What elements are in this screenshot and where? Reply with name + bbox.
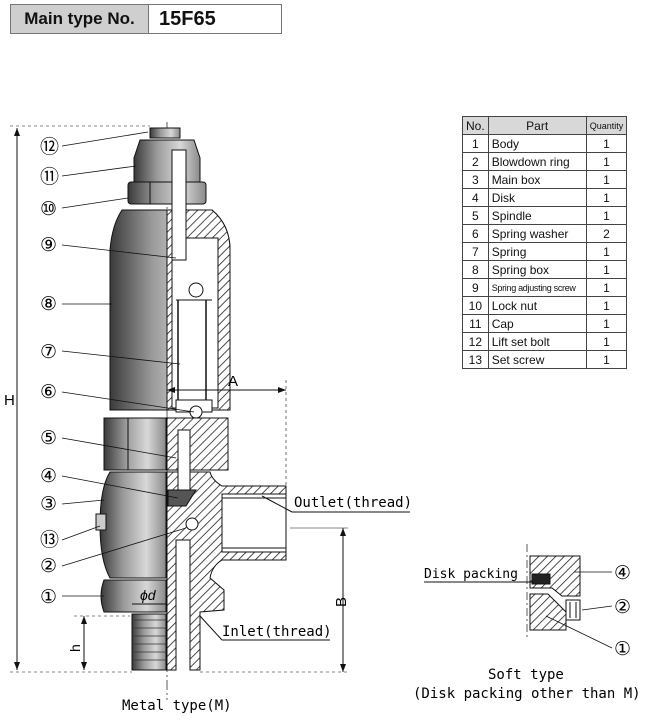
callout-8: ⑧ xyxy=(40,294,57,315)
detail-callout-2: ② xyxy=(614,597,631,618)
cell-part: Main box xyxy=(487,170,587,189)
dimension-a: A xyxy=(167,373,287,486)
callout-5: ⑤ xyxy=(40,428,57,449)
dimension-h-small: h xyxy=(67,615,130,670)
inlet-label-group: Inlet(thread) xyxy=(199,615,332,641)
disk-packing-label: Disk packing xyxy=(424,567,518,582)
main-box xyxy=(103,417,229,471)
callout-11: ⑪ xyxy=(40,166,59,188)
soft-type-subtitle: (Disk packing other than M) xyxy=(413,686,641,702)
soft-type-title: Soft type xyxy=(488,667,564,683)
cell-no: 13 xyxy=(462,350,489,369)
label-phi-d: ϕd xyxy=(140,587,157,603)
callout-6: ⑥ xyxy=(40,382,57,403)
body xyxy=(95,471,167,671)
callout-12: ⑫ xyxy=(40,136,59,158)
callout-4: ④ xyxy=(40,466,57,487)
main-type-label: Main type No. xyxy=(11,5,149,33)
label-B: B xyxy=(333,597,350,607)
cell-no: 11 xyxy=(462,314,489,333)
cell-qty: 1 xyxy=(585,350,628,369)
callouts: ⑫ ⑪ ⑩ ⑨ ⑧ ⑦ ⑥ ⑤ ④ ③ ⑬ ② ① xyxy=(40,131,195,608)
dimension-phi-d: ϕd xyxy=(132,587,166,605)
callout-13: ⑬ xyxy=(40,529,59,551)
cell-part: Lift set bolt xyxy=(487,332,587,351)
callout-3: ③ xyxy=(40,494,57,515)
dimension-b: B xyxy=(200,527,350,673)
main-type-value: 15F65 xyxy=(159,7,216,30)
outlet-label-group: Outlet(thread) xyxy=(261,495,412,513)
callout-10: ⑩ xyxy=(40,199,57,220)
lock-nut xyxy=(127,181,207,205)
metal-type-label: Metal type(M) xyxy=(122,698,232,714)
cell-part: Body xyxy=(487,134,587,153)
label-H: H xyxy=(4,392,15,409)
body-section xyxy=(166,429,287,671)
col-quantity: Quantity xyxy=(585,116,628,135)
cell-qty: 1 xyxy=(585,314,628,333)
detail-callout-1: ① xyxy=(614,639,631,660)
callout-1: ① xyxy=(40,587,57,608)
callout-7: ⑦ xyxy=(40,342,57,363)
callout-9: ⑨ xyxy=(40,235,57,256)
cap-assembly xyxy=(133,127,201,183)
main-type-header: Main type No. 15F65 xyxy=(10,4,282,34)
parts-table-header: No. Part Quantity xyxy=(462,116,628,135)
soft-type-detail: Disk packing ④ ② ① Soft type (Disk packi… xyxy=(413,544,641,702)
dimension-h-big: H xyxy=(4,125,150,673)
label-h: h xyxy=(67,644,83,652)
outlet-label: Outlet(thread) xyxy=(294,495,412,511)
cell-part: Spring box xyxy=(487,260,587,279)
spring-box-section xyxy=(166,149,231,419)
col-part: Part xyxy=(487,116,587,135)
detail-callout-4: ④ xyxy=(614,563,631,584)
cell-part: Cap xyxy=(487,314,587,333)
cell-part: Spindle xyxy=(487,206,587,225)
label-A: A xyxy=(228,373,238,390)
inlet-label: Inlet(thread) xyxy=(222,624,332,640)
cell-part: Set screw xyxy=(487,350,587,369)
callout-2: ② xyxy=(40,556,57,577)
